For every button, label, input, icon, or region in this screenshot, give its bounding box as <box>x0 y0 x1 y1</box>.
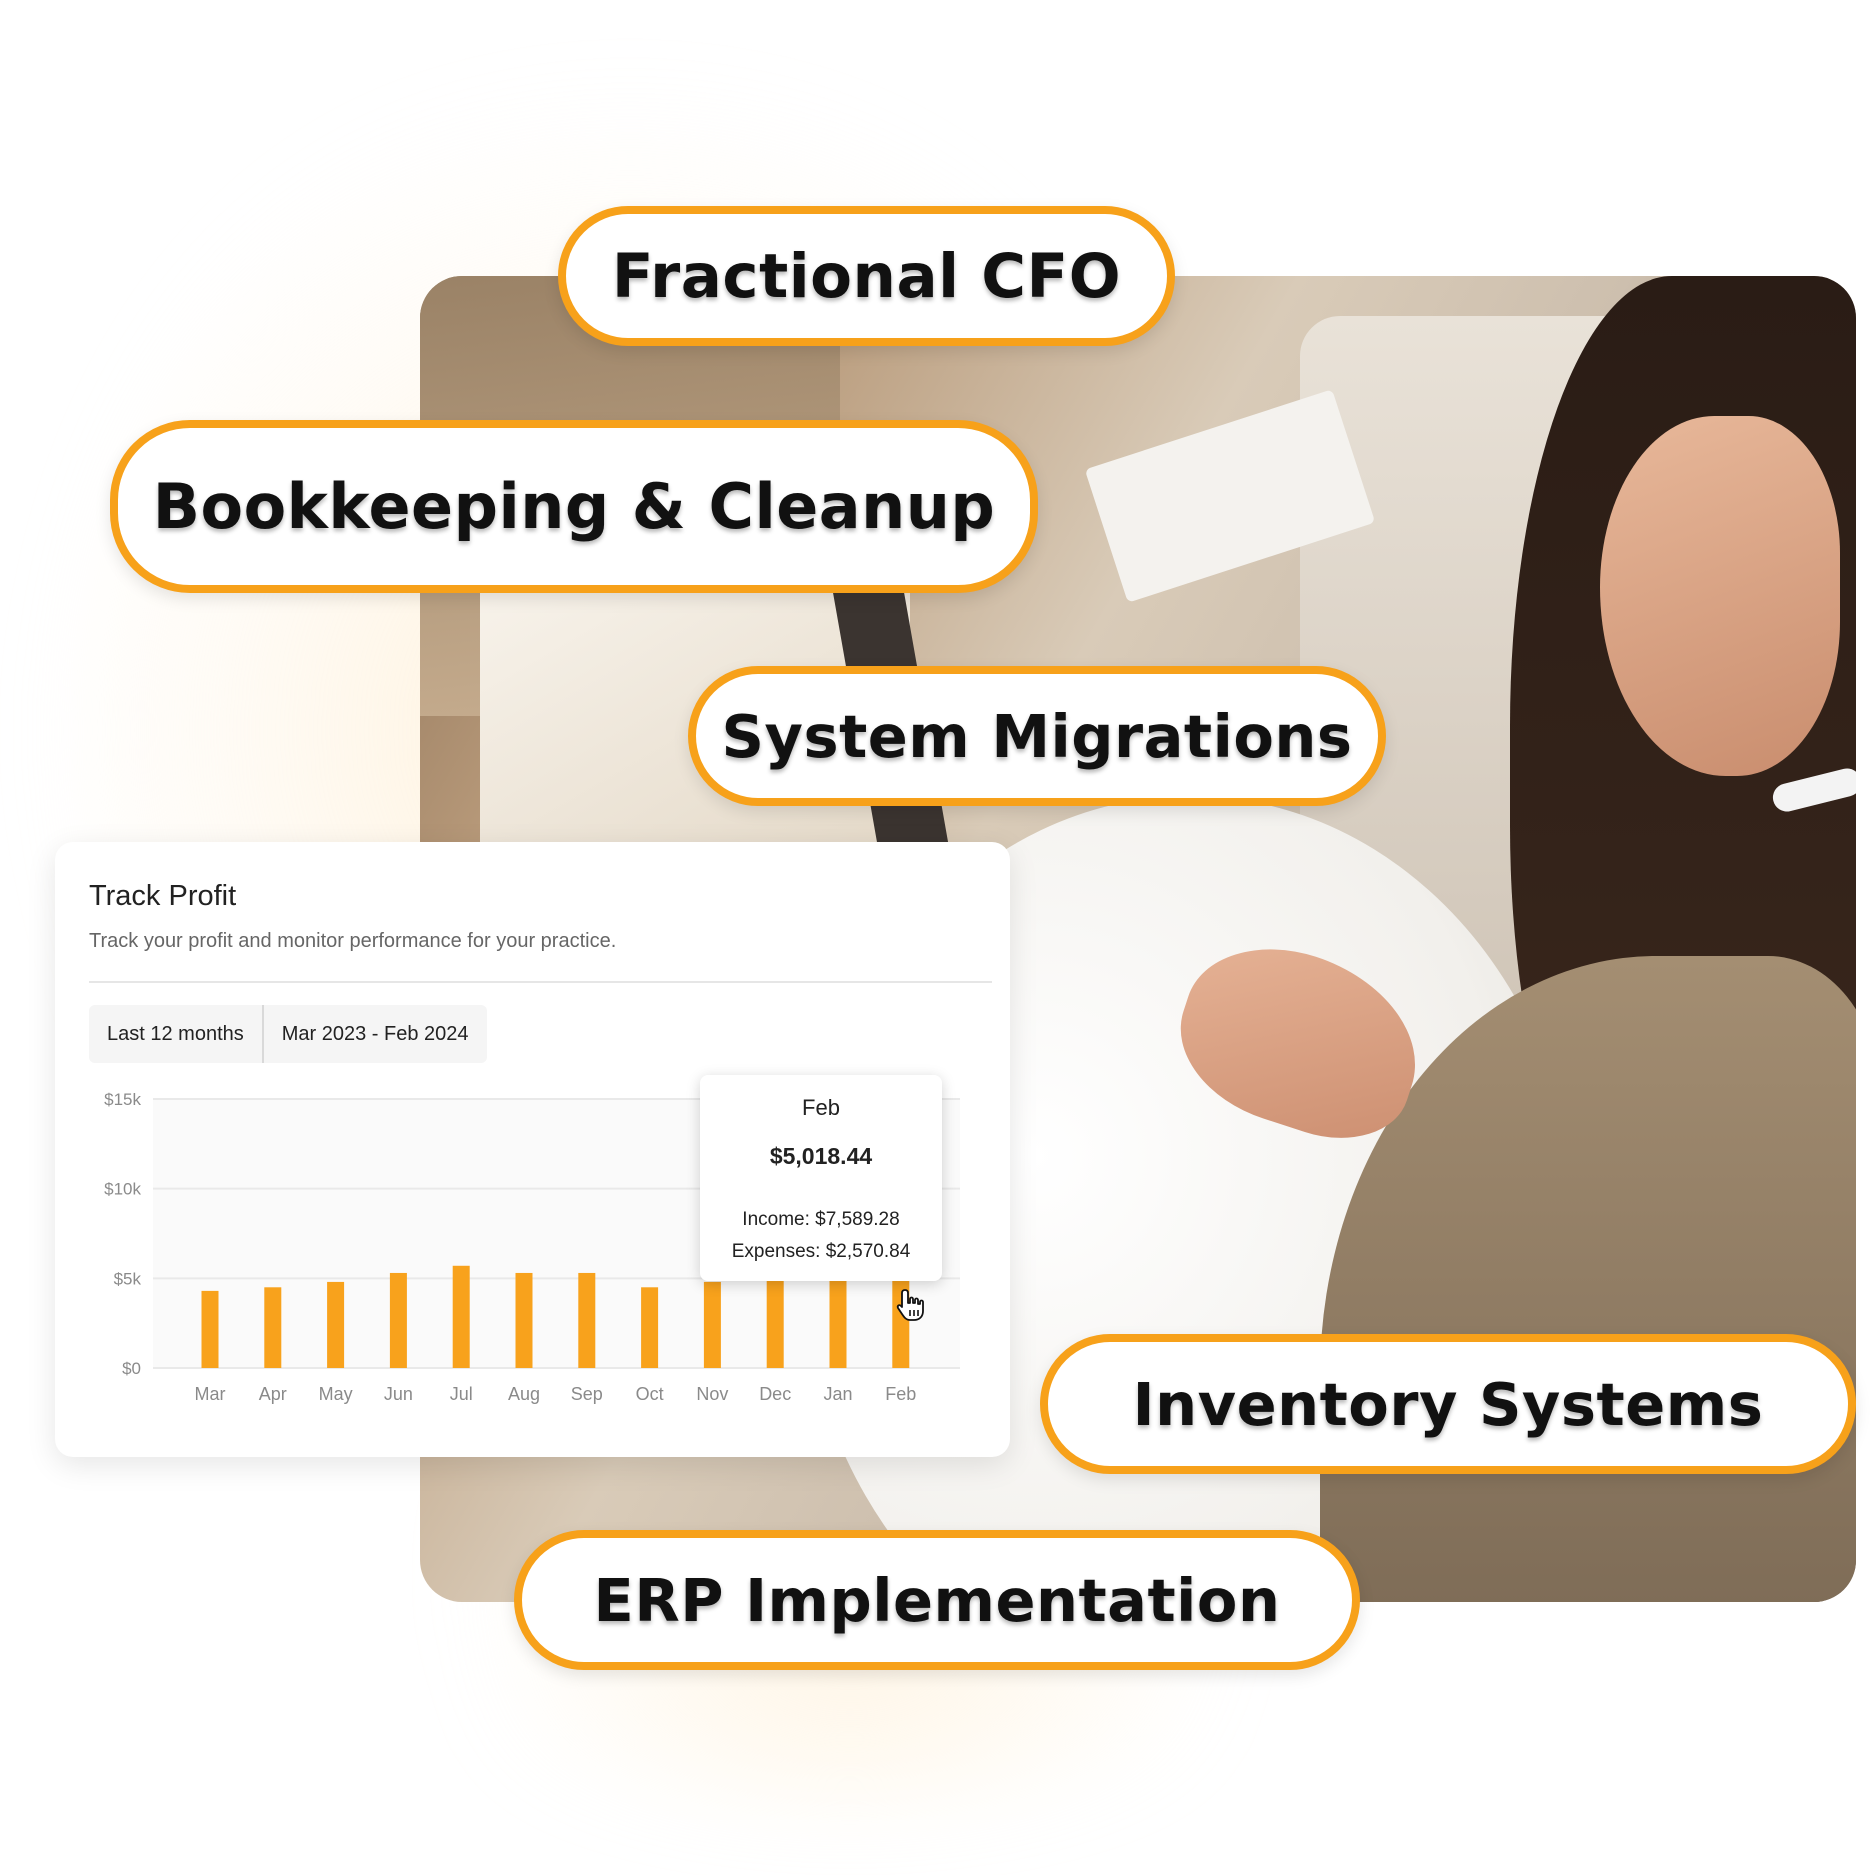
x-tick-label: Jun <box>384 1384 413 1404</box>
x-tick-label: Apr <box>259 1384 287 1404</box>
y-tick-label: $5k <box>114 1269 142 1288</box>
range-dates-button[interactable]: Mar 2023 - Feb 2024 <box>281 1022 469 1045</box>
x-tick-label: Jan <box>823 1384 852 1404</box>
x-tick-label: May <box>319 1384 353 1404</box>
x-tick-label: Jul <box>450 1384 473 1404</box>
bar-nov[interactable] <box>703 1281 721 1368</box>
date-range-selector[interactable]: Last 12 months Mar 2023 - Feb 2024 <box>89 1005 487 1063</box>
bar-sep[interactable] <box>578 1272 596 1368</box>
card-divider <box>89 981 992 983</box>
y-tick-label: $0 <box>122 1359 141 1378</box>
bar-oct[interactable] <box>641 1287 659 1368</box>
x-tick-label: Dec <box>759 1384 791 1404</box>
pill-system-migrations[interactable]: System Migrations <box>688 666 1386 806</box>
tooltip-income: Income: $7,589.28 <box>742 1209 900 1230</box>
track-profit-card: Track Profit Track your profit and monit… <box>55 842 1010 1457</box>
x-tick-label: Oct <box>636 1384 664 1404</box>
x-tick-label: Nov <box>696 1384 728 1404</box>
bar-aug[interactable] <box>515 1272 533 1368</box>
bar-dec[interactable] <box>766 1280 784 1368</box>
tooltip-value: $5,018.44 <box>769 1143 873 1169</box>
pill-inventory-systems[interactable]: Inventory Systems <box>1040 1334 1856 1474</box>
range-separator <box>261 1005 264 1063</box>
card-title: Track Profit <box>89 880 237 912</box>
pill-fractional-cfo[interactable]: Fractional CFO <box>558 206 1175 346</box>
bar-jul[interactable] <box>452 1265 470 1368</box>
bar-jun[interactable] <box>389 1272 407 1368</box>
bar-jan[interactable] <box>829 1278 847 1368</box>
bar-mar[interactable] <box>201 1290 219 1368</box>
y-tick-label: $15k <box>104 1090 141 1109</box>
bar-apr[interactable] <box>264 1287 282 1368</box>
x-tick-label: Sep <box>571 1384 603 1404</box>
photo-person-face <box>1600 416 1840 776</box>
x-tick-label: Mar <box>195 1384 226 1404</box>
tooltip-month: Feb <box>802 1095 840 1120</box>
range-period-button[interactable]: Last 12 months <box>107 1022 244 1045</box>
y-tick-label: $10k <box>104 1180 141 1199</box>
tooltip-expenses: Expenses: $2,570.84 <box>731 1241 911 1262</box>
x-tick-label: Feb <box>885 1384 916 1404</box>
chart-tooltip: Feb $5,018.44 Income: $7,589.28 Expenses… <box>700 1075 942 1281</box>
pill-bookkeeping-cleanup[interactable]: Bookkeeping & Cleanup <box>110 420 1038 593</box>
hand-cursor-icon <box>896 1289 924 1321</box>
x-tick-label: Aug <box>508 1384 540 1404</box>
bar-may[interactable] <box>327 1281 345 1368</box>
pill-erp-implementation[interactable]: ERP Implementation <box>514 1530 1360 1670</box>
card-subtitle: Track your profit and monitor performanc… <box>89 930 617 952</box>
